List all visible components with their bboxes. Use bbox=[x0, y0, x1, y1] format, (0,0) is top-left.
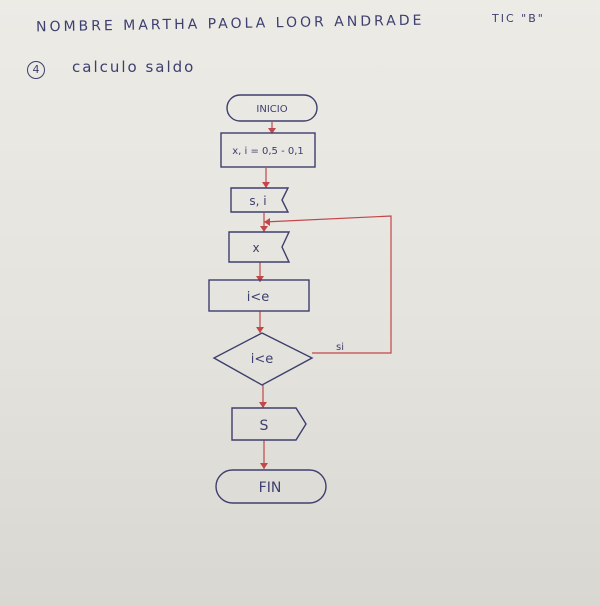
input-2-label: x bbox=[252, 241, 259, 255]
problem-title: calculo saldo bbox=[72, 58, 196, 76]
output-label: S bbox=[260, 418, 269, 434]
process-1-label: x, i = 0,5 - 0,1 bbox=[232, 146, 304, 157]
loop-back-connector bbox=[263, 215, 392, 354]
arrowhead bbox=[260, 463, 268, 469]
process-2-label: i<e bbox=[247, 290, 270, 305]
end-terminal bbox=[215, 469, 327, 504]
process-box-2 bbox=[208, 279, 310, 312]
arrowhead bbox=[268, 128, 276, 134]
problem-number-badge: 4 bbox=[27, 61, 45, 79]
start-terminal bbox=[226, 94, 318, 122]
input-1-label: s, i bbox=[249, 194, 266, 208]
arrowhead bbox=[260, 226, 268, 232]
arrowhead bbox=[256, 276, 264, 282]
arrowhead bbox=[264, 218, 270, 226]
start-label: INICIO bbox=[256, 104, 287, 115]
decision-diamond bbox=[212, 332, 314, 386]
course-label: TIC "B" bbox=[492, 12, 545, 25]
end-label: FIN bbox=[259, 480, 282, 496]
input-symbol-1 bbox=[230, 187, 290, 213]
process-box-1 bbox=[220, 132, 316, 168]
arrowhead bbox=[256, 327, 264, 333]
input-symbol-2 bbox=[228, 231, 291, 263]
decision-label: i<e bbox=[251, 352, 274, 367]
output-symbol bbox=[231, 407, 307, 441]
arrowhead bbox=[259, 402, 267, 408]
arrowhead bbox=[262, 182, 270, 188]
loop-yes-label: si bbox=[336, 342, 344, 353]
